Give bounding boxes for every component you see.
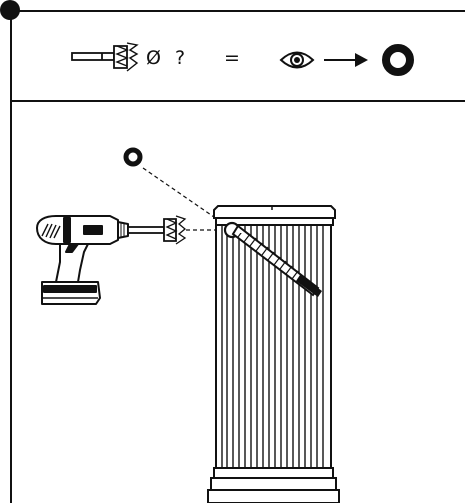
arrow-right-icon [324,53,368,67]
long-bit-in-column [231,224,322,297]
hole-ring-icon [382,44,414,76]
corner-dot [0,0,20,20]
hole-marker-icon [123,147,143,167]
eye-icon [279,51,315,69]
drill-bit-in-chuck [127,215,187,245]
equals-sign: = [224,47,240,69]
column-icon [207,205,340,503]
cordless-drill-icon [36,215,129,305]
drill-bit-icon [71,42,139,72]
diameter-symbol: Ø [146,47,161,69]
question-mark: ? [175,47,185,69]
frame-border [10,10,465,503]
